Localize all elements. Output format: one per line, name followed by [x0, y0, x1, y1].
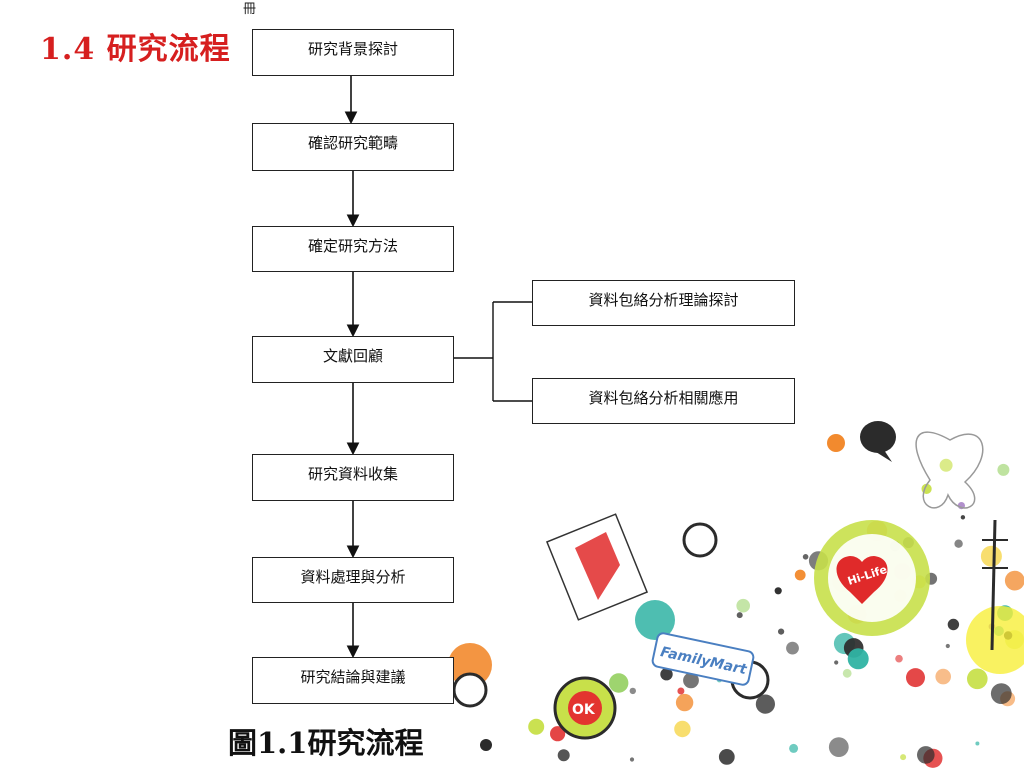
- splatter-dot: [789, 743, 799, 753]
- splatter-dot: [629, 687, 636, 695]
- splatter-dot: [755, 694, 776, 714]
- splatter-dot: [834, 660, 839, 665]
- splatter-dot: [847, 648, 869, 670]
- splatter-dot: [557, 749, 570, 762]
- step-label: 研究結論與建議: [300, 668, 406, 686]
- splatter-dot: [674, 720, 691, 738]
- figure-caption: 圖1.1研究流程: [228, 726, 424, 760]
- splatter-dot: [990, 683, 1012, 704]
- step-box-conclusion: 研究結論與建議: [252, 657, 454, 704]
- section-title: 1.4 研究流程: [40, 32, 231, 67]
- step-label: 確定研究方法: [307, 237, 398, 255]
- splatter-dot: [629, 757, 635, 762]
- splatter-dot: [736, 598, 750, 613]
- splatter-dot: [778, 628, 785, 635]
- splatter-dot: [609, 673, 629, 693]
- step-label: 確認研究範疇: [307, 134, 398, 152]
- splatter-dot: [550, 726, 566, 742]
- splatter-dot: [947, 618, 960, 631]
- splatter-dot: [906, 668, 925, 688]
- splatter-dot: [939, 458, 953, 472]
- step-label: 研究資料收集: [307, 465, 398, 483]
- splatter-dot: [895, 654, 903, 663]
- target-ring-shape: [682, 522, 718, 558]
- step-box-research-background: 研究背景探討: [252, 29, 454, 76]
- ok-badge-core: [568, 691, 602, 725]
- splatter-dot: [736, 612, 743, 619]
- splatter-dot: [794, 569, 806, 581]
- splatter-dot: [954, 539, 963, 548]
- splatter-dot: [677, 687, 685, 695]
- splatter-dot: [917, 746, 935, 764]
- splatter-dot: [774, 587, 782, 595]
- branch-box-dea-theory: 資料包絡分析理論探討: [532, 280, 795, 326]
- branch-label: 資料包絡分析相關應用: [588, 389, 739, 407]
- step-arrows: [344, 76, 360, 659]
- yellow-burst-shape: [966, 606, 1024, 674]
- branch-box-dea-applications: 資料包絡分析相關應用: [532, 378, 795, 424]
- orange-circle-shape: [448, 643, 492, 687]
- splatter-dot: [900, 754, 907, 761]
- target-ring-shape: [452, 672, 488, 708]
- branch-connector: [454, 301, 532, 402]
- page-top-mark: 冊: [243, 2, 257, 17]
- splatter-dot: [975, 741, 980, 746]
- step-label: 資料處理與分析: [300, 568, 406, 586]
- splatter-dot: [967, 668, 988, 690]
- splatter-dot: [828, 737, 849, 757]
- orange-dot-shape: [827, 434, 845, 452]
- familymart-tag-shape: [651, 632, 755, 686]
- step-box-confirm-scope: 確認研究範疇: [252, 123, 454, 171]
- speech-bubble-tail-shape: [876, 450, 892, 462]
- splatter-dot: [980, 545, 1002, 567]
- splatter-dot: [660, 668, 673, 681]
- step-box-research-method: 確定研究方法: [252, 226, 454, 272]
- step-box-data-processing: 資料處理與分析: [252, 557, 454, 603]
- speech-bubble-shape: [860, 421, 896, 453]
- step-label: 文獻回顧: [322, 347, 383, 365]
- teal-circle-shape: [635, 600, 675, 640]
- splatter-dot: [935, 668, 951, 685]
- step-box-literature-review: 文獻回顧: [252, 336, 454, 383]
- step-box-data-collection: 研究資料收集: [252, 454, 454, 501]
- store-card-logo-shape: [575, 532, 620, 600]
- step-label: 研究背景探討: [307, 40, 398, 58]
- splatter-dot: [945, 643, 950, 649]
- splatter-dot: [1004, 570, 1024, 591]
- splatter-dot: [683, 672, 699, 689]
- splatter-dot: [675, 693, 694, 712]
- ok-badge-text: OK: [572, 702, 596, 718]
- splatter-dot: [718, 749, 735, 765]
- splatter-dot: [786, 641, 799, 655]
- splatter-dot: [960, 515, 966, 520]
- splatter-dot: [802, 554, 809, 560]
- branch-label: 資料包絡分析理論探討: [588, 291, 739, 309]
- hilife-heart-logo: [836, 556, 888, 604]
- splatter-dot: [528, 718, 545, 735]
- butterfly-icon: [915, 431, 984, 509]
- splatter-dot: [842, 668, 852, 678]
- caption-side-dot-shape: [480, 739, 492, 751]
- utility-pole-shape: [990, 519, 997, 651]
- splatter-dot: [997, 463, 1010, 476]
